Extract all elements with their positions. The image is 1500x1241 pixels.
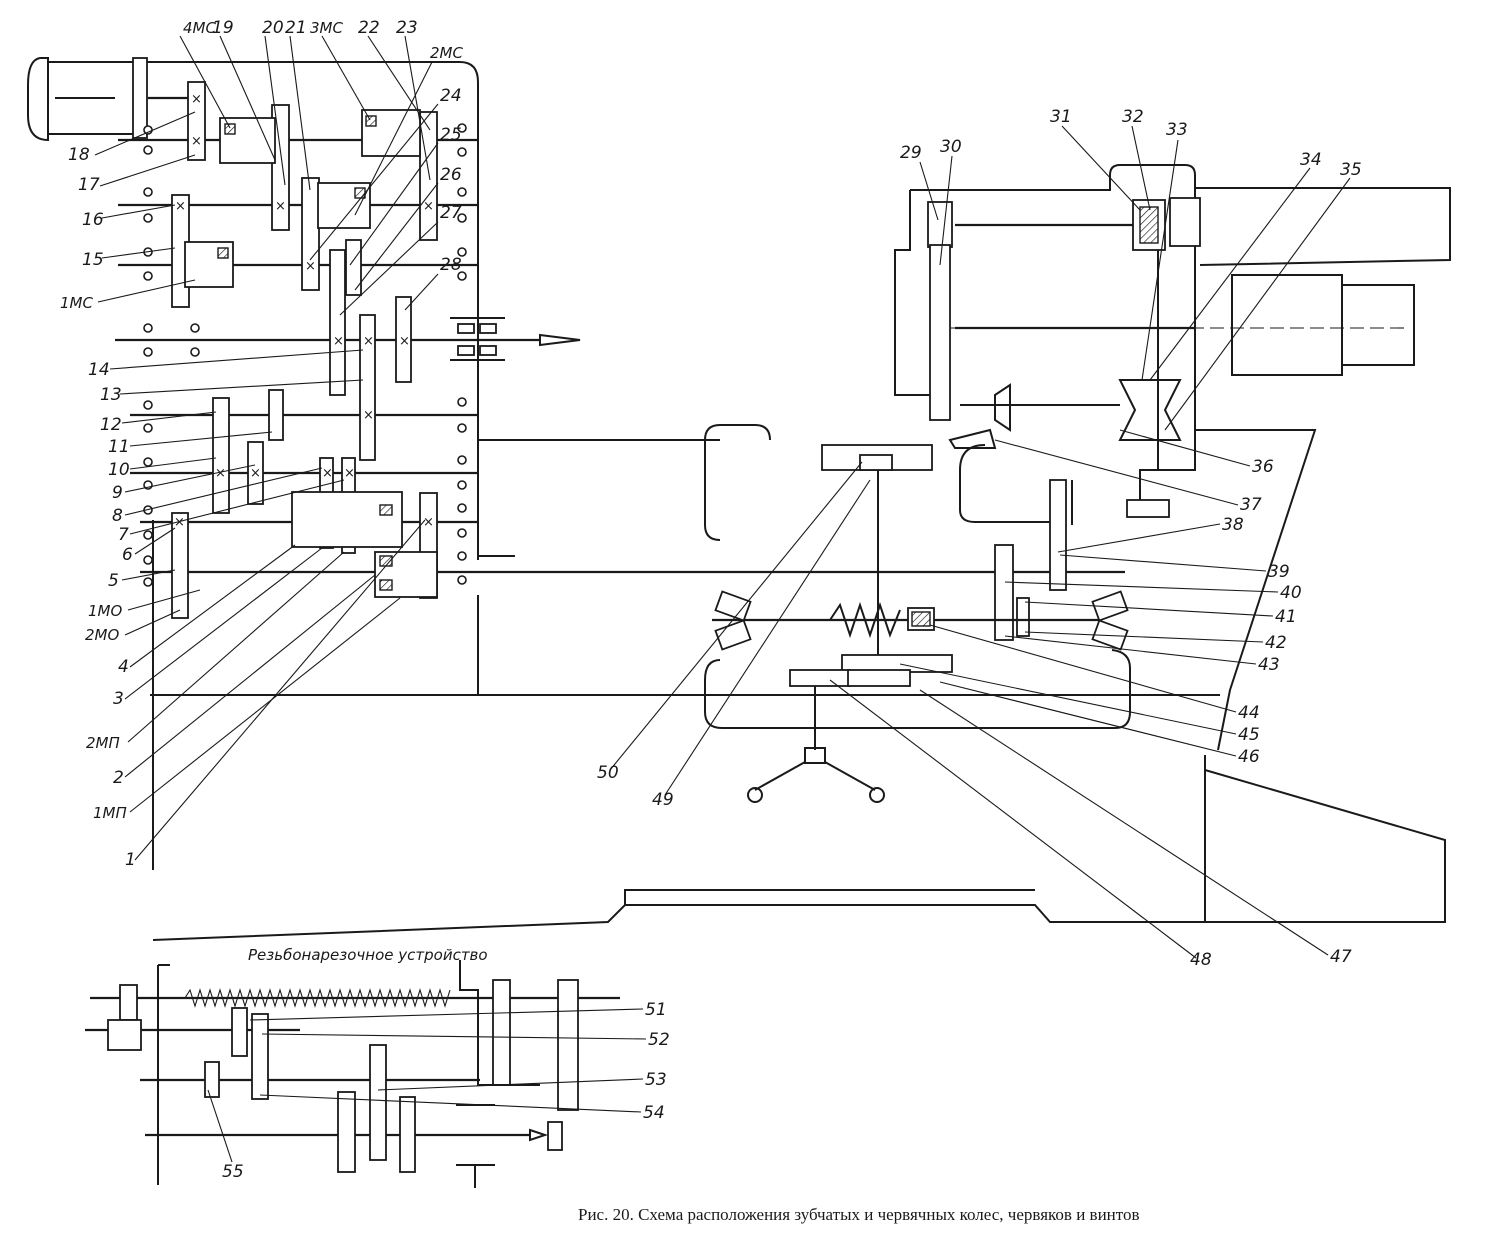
label-32: 32 [1122, 107, 1144, 127]
label-2MП: 2МП [86, 734, 120, 752]
label-53: 53 [645, 1070, 667, 1090]
figure-caption: Рис. 20. Схема расположения зубчатых и ч… [578, 1205, 1140, 1224]
svg-text:×: × [333, 334, 344, 349]
svg-text:×: × [191, 92, 202, 107]
label-43: 43 [1258, 655, 1280, 675]
label-1M0: 1МО [88, 602, 122, 620]
feed-coupling [450, 317, 505, 361]
label-11: 11 [108, 437, 130, 457]
label-29: 29 [900, 143, 922, 163]
inset-title: Резьбонарезочное устройство [248, 946, 488, 964]
label-39: 39 [1268, 562, 1290, 582]
label-42: 42 [1265, 633, 1287, 653]
label-47: 47 [1330, 947, 1352, 967]
label-16: 16 [82, 210, 104, 230]
label-31: 31 [1050, 107, 1072, 127]
svg-text:×: × [423, 515, 434, 530]
svg-text:×: × [344, 466, 355, 481]
label-22: 22 [358, 18, 380, 38]
gear-centers: × × × × × × × × × × × × × × × × [174, 92, 434, 530]
label-34: 34 [1300, 150, 1322, 170]
label-51: 51 [645, 1000, 667, 1020]
headstock-gears [171, 81, 438, 619]
label-38: 38 [1222, 515, 1244, 535]
headstock-shafts [115, 96, 1125, 574]
label-19: 19 [212, 18, 234, 38]
label-20: 20 [262, 18, 284, 38]
svg-text:×: × [215, 466, 226, 481]
svg-text:×: × [322, 466, 333, 481]
label-14: 14 [88, 360, 110, 380]
label-49: 49 [652, 790, 674, 810]
label-2M0: 2МО [85, 626, 119, 644]
label-33: 33 [1166, 120, 1188, 140]
bearings [143, 123, 467, 587]
label-17: 17 [78, 175, 100, 195]
label-46: 46 [1238, 747, 1260, 767]
svg-text:×: × [399, 334, 410, 349]
label-4MC: 4МС [183, 19, 216, 37]
label-41: 41 [1275, 607, 1297, 627]
label-5: 5 [108, 571, 119, 591]
label-6: 6 [122, 545, 133, 565]
label-13: 13 [100, 385, 122, 405]
svg-text:×: × [175, 199, 186, 214]
svg-text:×: × [191, 134, 202, 149]
svg-text:×: × [275, 199, 286, 214]
label-54: 54 [643, 1103, 665, 1123]
label-2: 2 [113, 768, 124, 788]
label-3MC: 3МС [310, 19, 343, 37]
clutches [184, 109, 438, 598]
label-37: 37 [1240, 495, 1262, 515]
label-45: 45 [1238, 725, 1260, 745]
label-55: 55 [222, 1162, 244, 1182]
label-30: 30 [940, 137, 962, 157]
label-21: 21 [285, 18, 307, 38]
leader-lines [94, 35, 1351, 1163]
labels: 4МС 19 20 21 3МС 22 23 2МС 24 25 26 27 2… [60, 18, 1362, 1182]
label-50: 50 [597, 763, 619, 783]
spindle-chuck [27, 57, 148, 142]
label-26: 26 [440, 165, 462, 185]
label-9: 9 [112, 483, 123, 503]
label-18: 18 [68, 145, 90, 165]
label-44: 44 [1238, 703, 1260, 723]
carriage-gears [927, 197, 1201, 641]
label-1MC: 1МС [60, 294, 93, 312]
label-8: 8 [112, 506, 123, 526]
svg-text:×: × [250, 466, 261, 481]
label-48: 48 [1190, 950, 1212, 970]
headstock-housing [140, 61, 1220, 870]
label-3: 3 [113, 689, 124, 709]
label-28: 28 [440, 255, 462, 275]
label-27: 27 [440, 203, 462, 223]
svg-text:×: × [363, 408, 374, 423]
label-15: 15 [82, 250, 104, 270]
label-2MC: 2МС [430, 44, 463, 62]
feed-mechanism [712, 444, 1129, 803]
label-4: 4 [118, 657, 129, 677]
label-36: 36 [1252, 457, 1274, 477]
svg-text:×: × [363, 334, 374, 349]
label-24: 24 [440, 86, 462, 106]
svg-text:×: × [174, 515, 185, 530]
threading-device [85, 960, 620, 1188]
label-23: 23 [396, 18, 418, 38]
label-35: 35 [1340, 160, 1362, 180]
label-12: 12 [100, 415, 122, 435]
label-7: 7 [118, 525, 129, 545]
label-1MП: 1МП [93, 804, 127, 822]
svg-text:×: × [305, 259, 316, 274]
label-40: 40 [1280, 583, 1302, 603]
label-25: 25 [440, 125, 462, 145]
svg-text:×: × [423, 199, 434, 214]
label-52: 52 [648, 1030, 670, 1050]
label-1: 1 [125, 850, 136, 870]
carriage-housing [152, 164, 1451, 941]
label-10: 10 [108, 460, 130, 480]
